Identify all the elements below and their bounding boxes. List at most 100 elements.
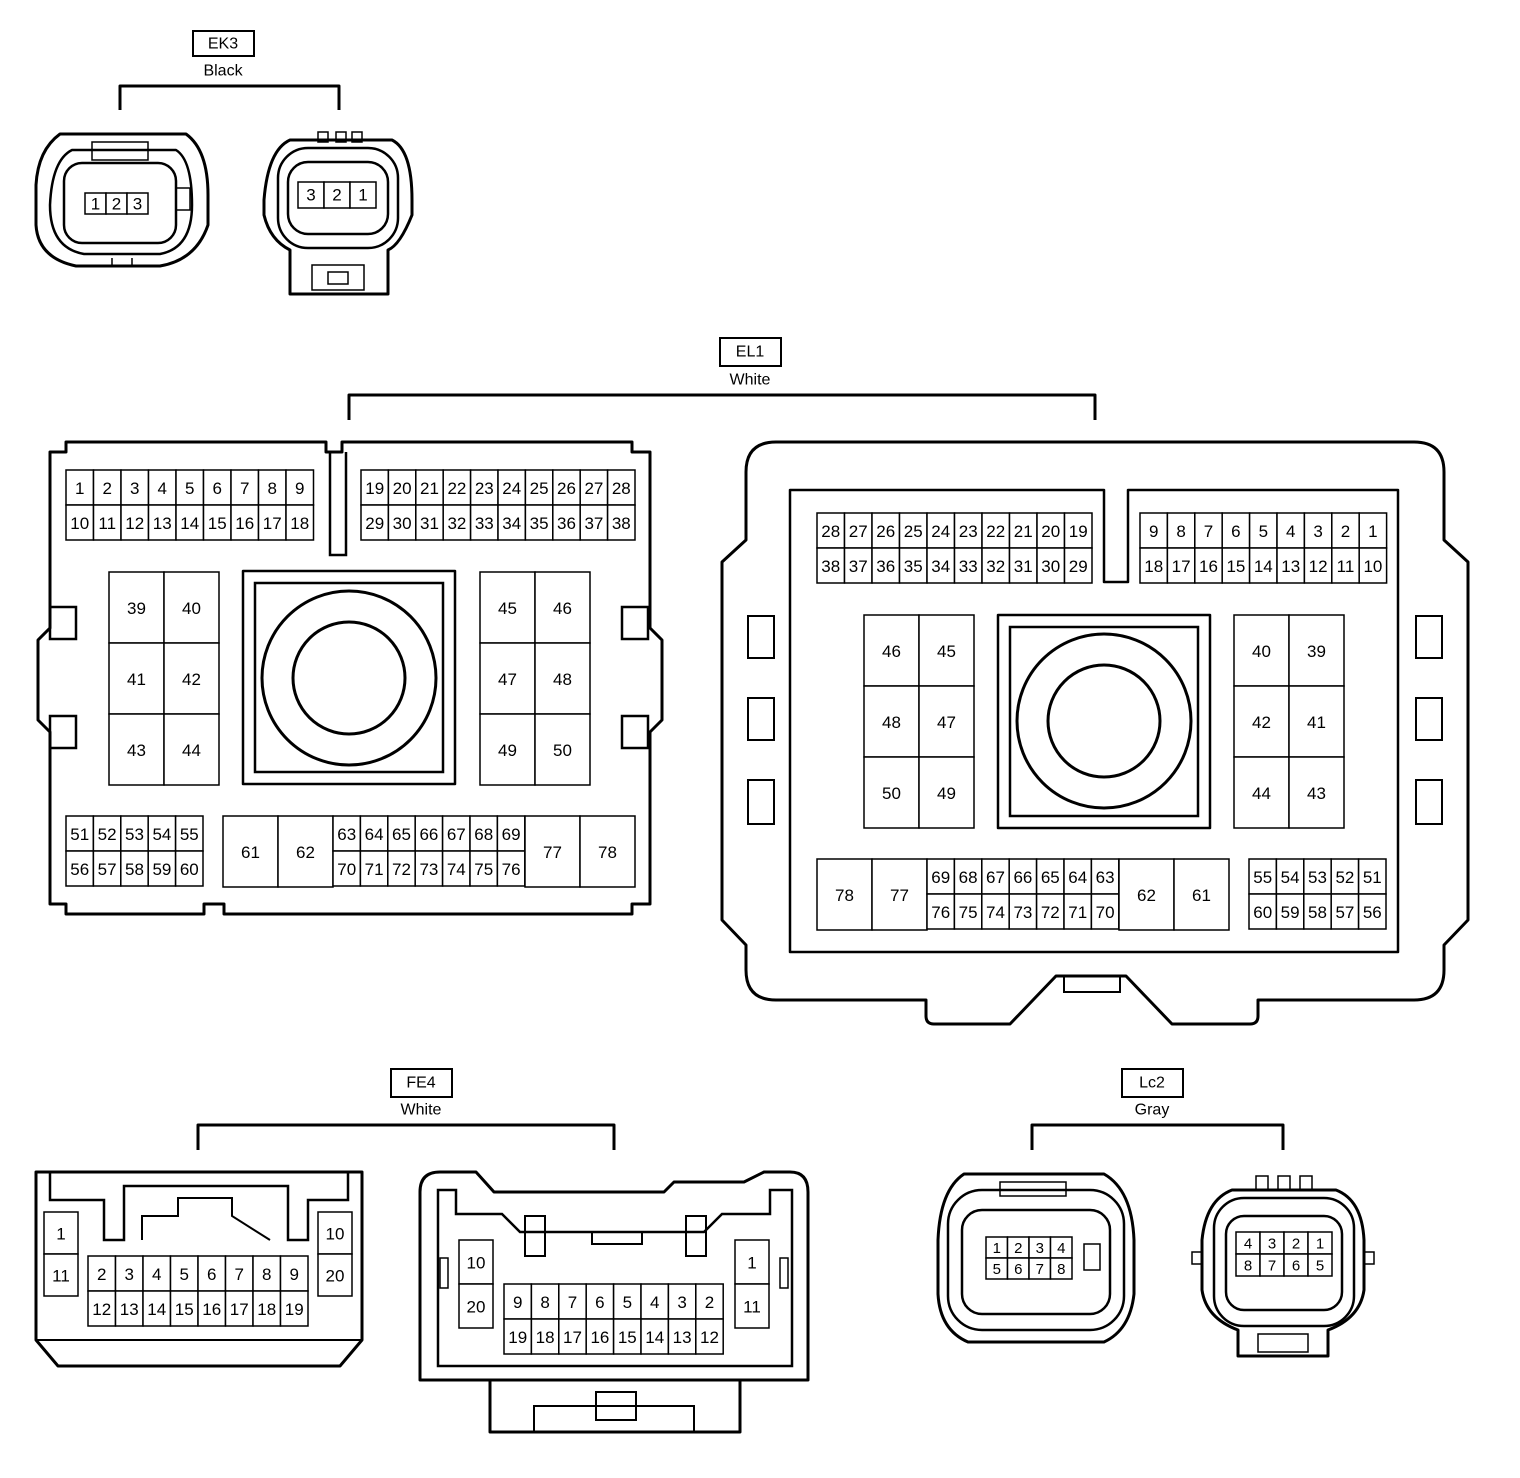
pin-cell (1331, 547, 1360, 584)
pin-cell (415, 504, 444, 541)
pin-label: 35 (904, 557, 923, 576)
pin-cell (981, 858, 1010, 895)
pin-label: 52 (98, 825, 117, 844)
pin-label: 54 (1281, 868, 1300, 887)
pin-label: 50 (882, 784, 901, 803)
pin-label: 32 (447, 514, 466, 533)
pin-cell (1307, 1253, 1333, 1277)
pin-cell (387, 504, 417, 541)
el1-color: White (730, 372, 771, 389)
pin-label: 1 (358, 186, 367, 205)
pin-label: 2 (1014, 1240, 1022, 1257)
pin-label: 47 (498, 670, 517, 689)
pin-label: 56 (1363, 903, 1382, 922)
pin-label: 23 (475, 479, 494, 498)
pin-label: 52 (1335, 868, 1354, 887)
pin-label: 73 (1013, 903, 1032, 922)
pin-label: 1 (75, 479, 84, 498)
pin-cell (1090, 858, 1120, 895)
pin-cell (163, 571, 220, 644)
pin-label: 6 (213, 479, 222, 498)
pin-label: 1 (747, 1254, 756, 1273)
pin-label: 76 (931, 903, 950, 922)
pin-label: 18 (1144, 557, 1163, 576)
pin-label: 2 (1292, 1236, 1300, 1253)
el1-bracket (347, 393, 1097, 420)
pin-label: 68 (959, 868, 978, 887)
pin-cell (534, 642, 591, 715)
pin-cell (147, 850, 177, 887)
pin-cell (558, 1283, 587, 1320)
pin-label: 2 (1341, 522, 1350, 541)
pin-cell (1166, 547, 1196, 584)
pin-label: 9 (513, 1293, 522, 1312)
pin-label: 16 (202, 1300, 221, 1319)
pin-cell (92, 850, 122, 887)
pin-cell (606, 504, 636, 541)
ek3-left-pins: 1 2 3 (84, 192, 149, 215)
pin-cell (695, 1283, 724, 1320)
pin-label: 40 (182, 599, 201, 618)
pin-cell (1035, 893, 1065, 930)
fe4-bracket (196, 1123, 616, 1150)
pin-cell (734, 1239, 770, 1285)
pin-label: 64 (1068, 868, 1087, 887)
pin-label: 15 (618, 1328, 637, 1347)
pin-cell (953, 547, 983, 584)
pin-label: 23 (959, 522, 978, 541)
pin-label: 39 (127, 599, 146, 618)
ek3-label: EK3 Black (118, 30, 341, 110)
pin-label: 13 (673, 1328, 692, 1347)
pin-cell (953, 893, 983, 930)
pin-cell (479, 713, 536, 786)
pin-cell (863, 685, 920, 758)
pin-label: 34 (931, 557, 950, 576)
pin-cell (898, 512, 928, 549)
pin-label: 20 (467, 1298, 486, 1317)
pin-cell (863, 614, 920, 687)
pin-cell (147, 815, 177, 852)
pin-cell (1233, 614, 1290, 687)
pin-label: 16 (1199, 557, 1218, 576)
pin-label: 6 (1014, 1261, 1022, 1278)
pin-cell (43, 1211, 79, 1255)
pin-label: 21 (1014, 522, 1033, 541)
pin-label: 17 (563, 1328, 582, 1347)
pin-label: 8 (1057, 1261, 1065, 1278)
pin-label: 7 (235, 1265, 244, 1284)
pin-label: 45 (498, 599, 517, 618)
pin-label: 36 (557, 514, 576, 533)
pin-label: 14 (147, 1300, 166, 1319)
pin-cell (169, 1290, 199, 1327)
pin-cell (1036, 512, 1066, 549)
pin-cell (458, 1239, 494, 1285)
pin-label: 50 (553, 741, 572, 760)
pin-label: 13 (1281, 557, 1300, 576)
pin-cell (1063, 858, 1093, 895)
pin-label: 26 (876, 522, 895, 541)
pin-label: 53 (125, 825, 144, 844)
pin-cell (918, 614, 975, 687)
pin-label: 41 (127, 670, 146, 689)
pin-cell (224, 1290, 254, 1327)
pin-cell (175, 504, 205, 541)
pin-label: 10 (1363, 557, 1382, 576)
pin-label: 61 (241, 843, 260, 862)
pin-label: 71 (1068, 903, 1087, 922)
pin-label: 10 (70, 514, 89, 533)
pin-cell (279, 1290, 309, 1327)
pin-label: 2 (103, 479, 112, 498)
pin-label: 59 (1281, 903, 1300, 922)
pin-label: 37 (584, 514, 603, 533)
pin-cell (108, 571, 165, 644)
pin-cell (252, 1290, 282, 1327)
pin-label: 67 (986, 868, 1005, 887)
pin-label: 19 (1069, 522, 1088, 541)
pin-cell (926, 547, 956, 584)
pin-label: 40 (1252, 642, 1271, 661)
pin-label: 69 (502, 825, 521, 844)
pin-cell (1139, 512, 1169, 549)
pin-label: 51 (1363, 868, 1382, 887)
